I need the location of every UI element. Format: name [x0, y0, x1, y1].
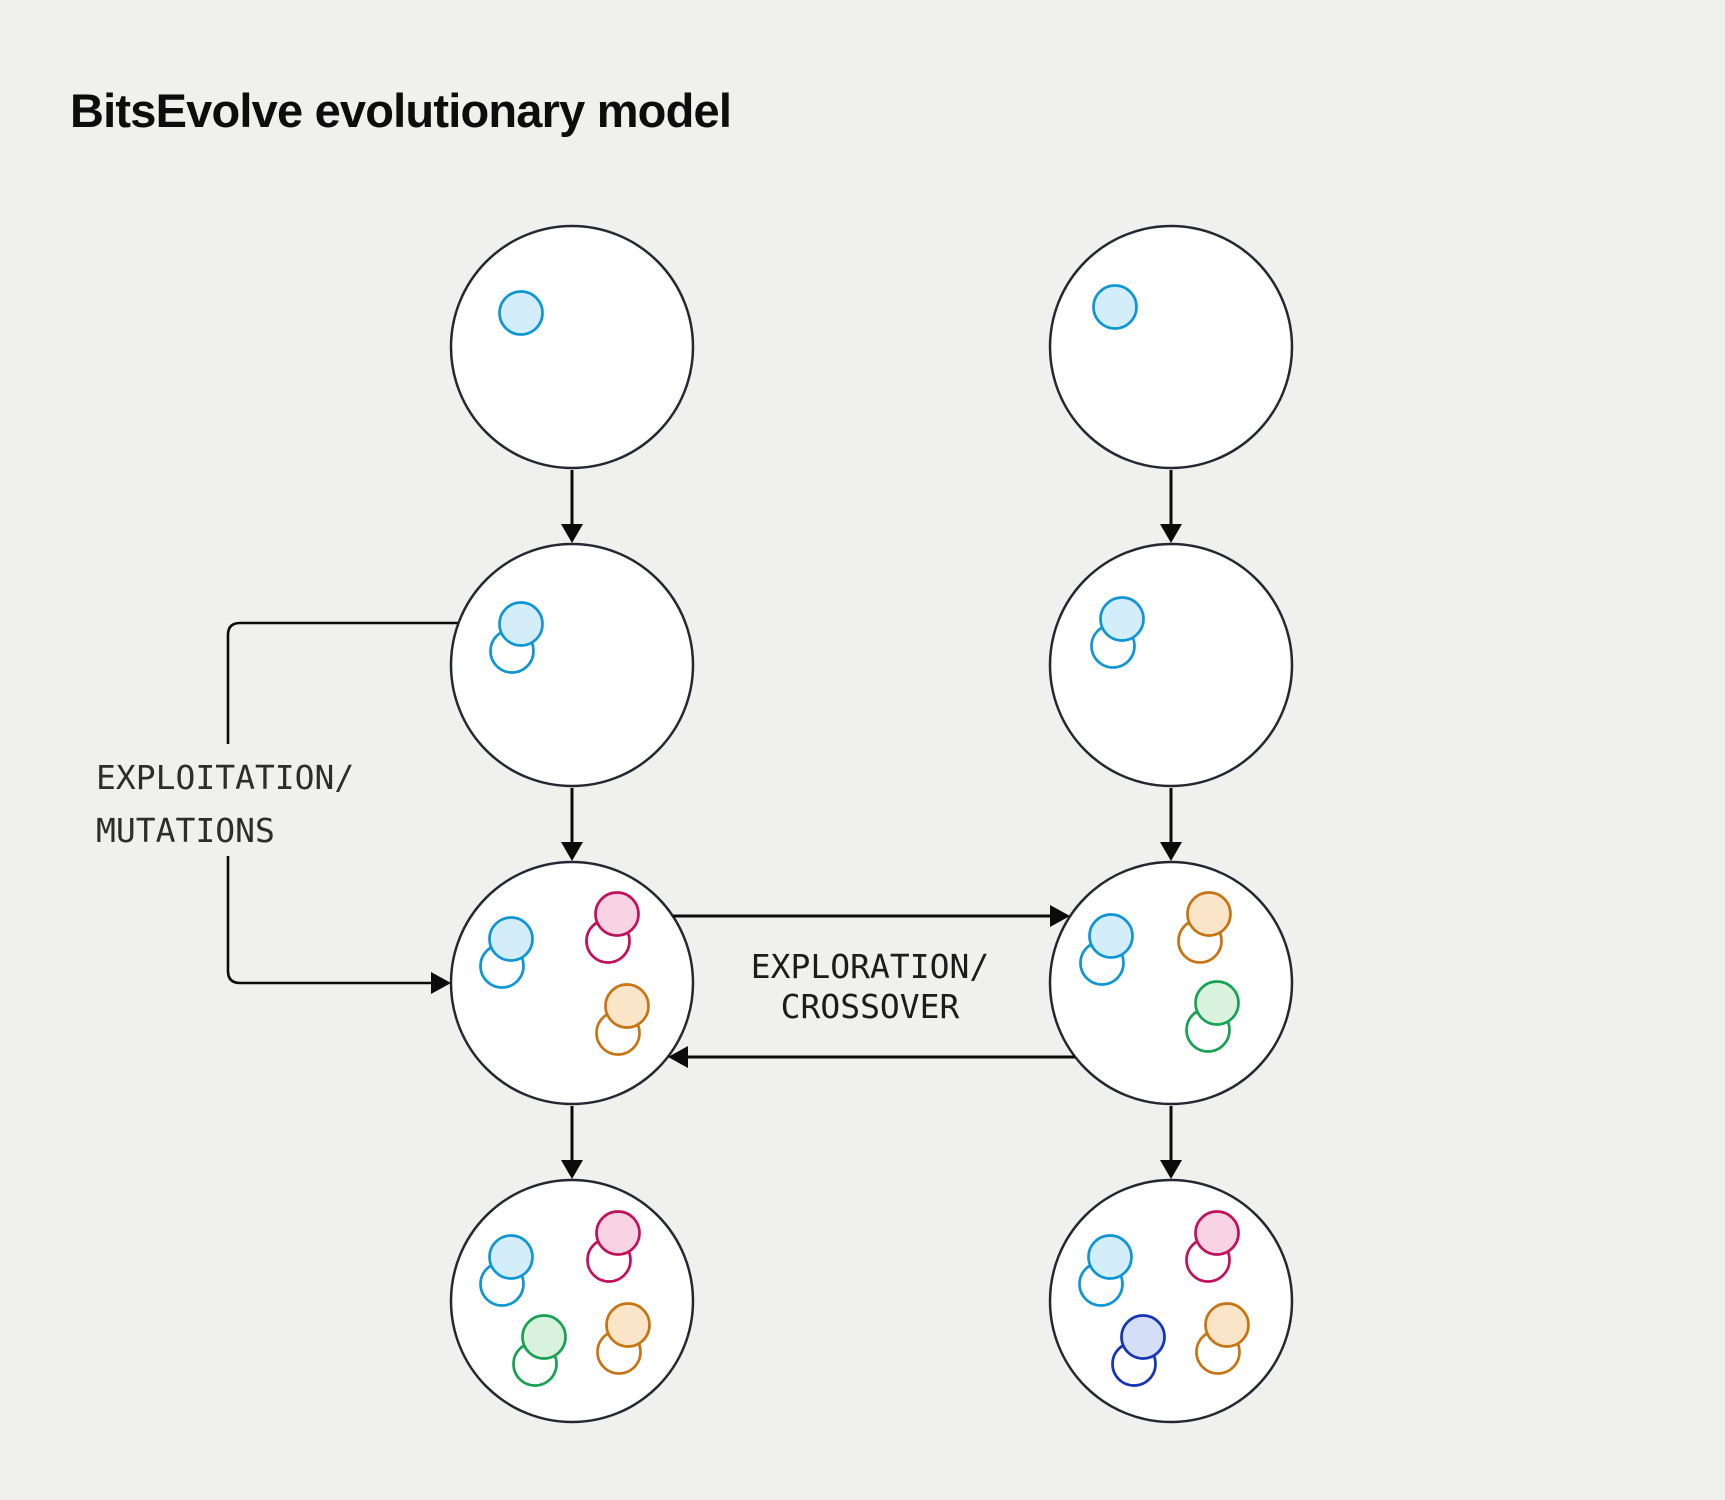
cell-pink — [594, 891, 640, 937]
population-circle — [1048, 542, 1294, 788]
generation-arrow-head — [561, 842, 583, 861]
cell-blue — [1087, 1234, 1133, 1280]
population-circle — [1048, 224, 1294, 470]
population-circle — [449, 542, 695, 788]
cell-blue — [488, 1234, 534, 1280]
generation-arrow-head — [1160, 842, 1182, 861]
cell-blue — [488, 916, 534, 962]
cell-blue — [498, 290, 544, 336]
exploitation-label-line1: EXPLOITATION/ — [96, 758, 354, 797]
cell-indigo — [1120, 1314, 1166, 1360]
cell-blue — [498, 601, 544, 647]
exploration-label-line1: EXPLORATION/ — [751, 947, 989, 986]
generation-arrows — [561, 470, 1182, 1179]
column-right — [1048, 224, 1294, 1424]
population-circle — [449, 224, 695, 470]
cell-orange — [604, 983, 650, 1029]
cell-blue — [1092, 284, 1138, 330]
cell-blue — [1099, 596, 1145, 642]
cell-orange — [1204, 1302, 1250, 1348]
cell-orange — [605, 1302, 651, 1348]
column-left — [449, 224, 695, 1424]
exploration-label-line2: CROSSOVER — [781, 987, 960, 1026]
generation-arrow-head — [1160, 524, 1182, 543]
generation-arrow-head — [561, 1160, 583, 1179]
generation-arrow-head — [561, 524, 583, 543]
exploitation-label-line2: MUTATIONS — [96, 811, 275, 850]
cell-pink — [595, 1210, 641, 1256]
exploitation-label-backdrop — [86, 744, 364, 856]
cell-green — [521, 1314, 567, 1360]
page-title: BitsEvolve evolutionary model — [70, 84, 731, 137]
cell-green — [1194, 980, 1240, 1026]
cell-orange — [1186, 891, 1232, 937]
exploitation-arrowhead — [431, 972, 451, 994]
generation-arrow-head — [1160, 1160, 1182, 1179]
exploration-arrow-right-head — [1050, 905, 1070, 927]
exploration-arrow-left-head — [668, 1046, 688, 1068]
population-circle — [1048, 860, 1294, 1106]
cell-pink — [1194, 1210, 1240, 1256]
cell-blue — [1088, 913, 1134, 959]
